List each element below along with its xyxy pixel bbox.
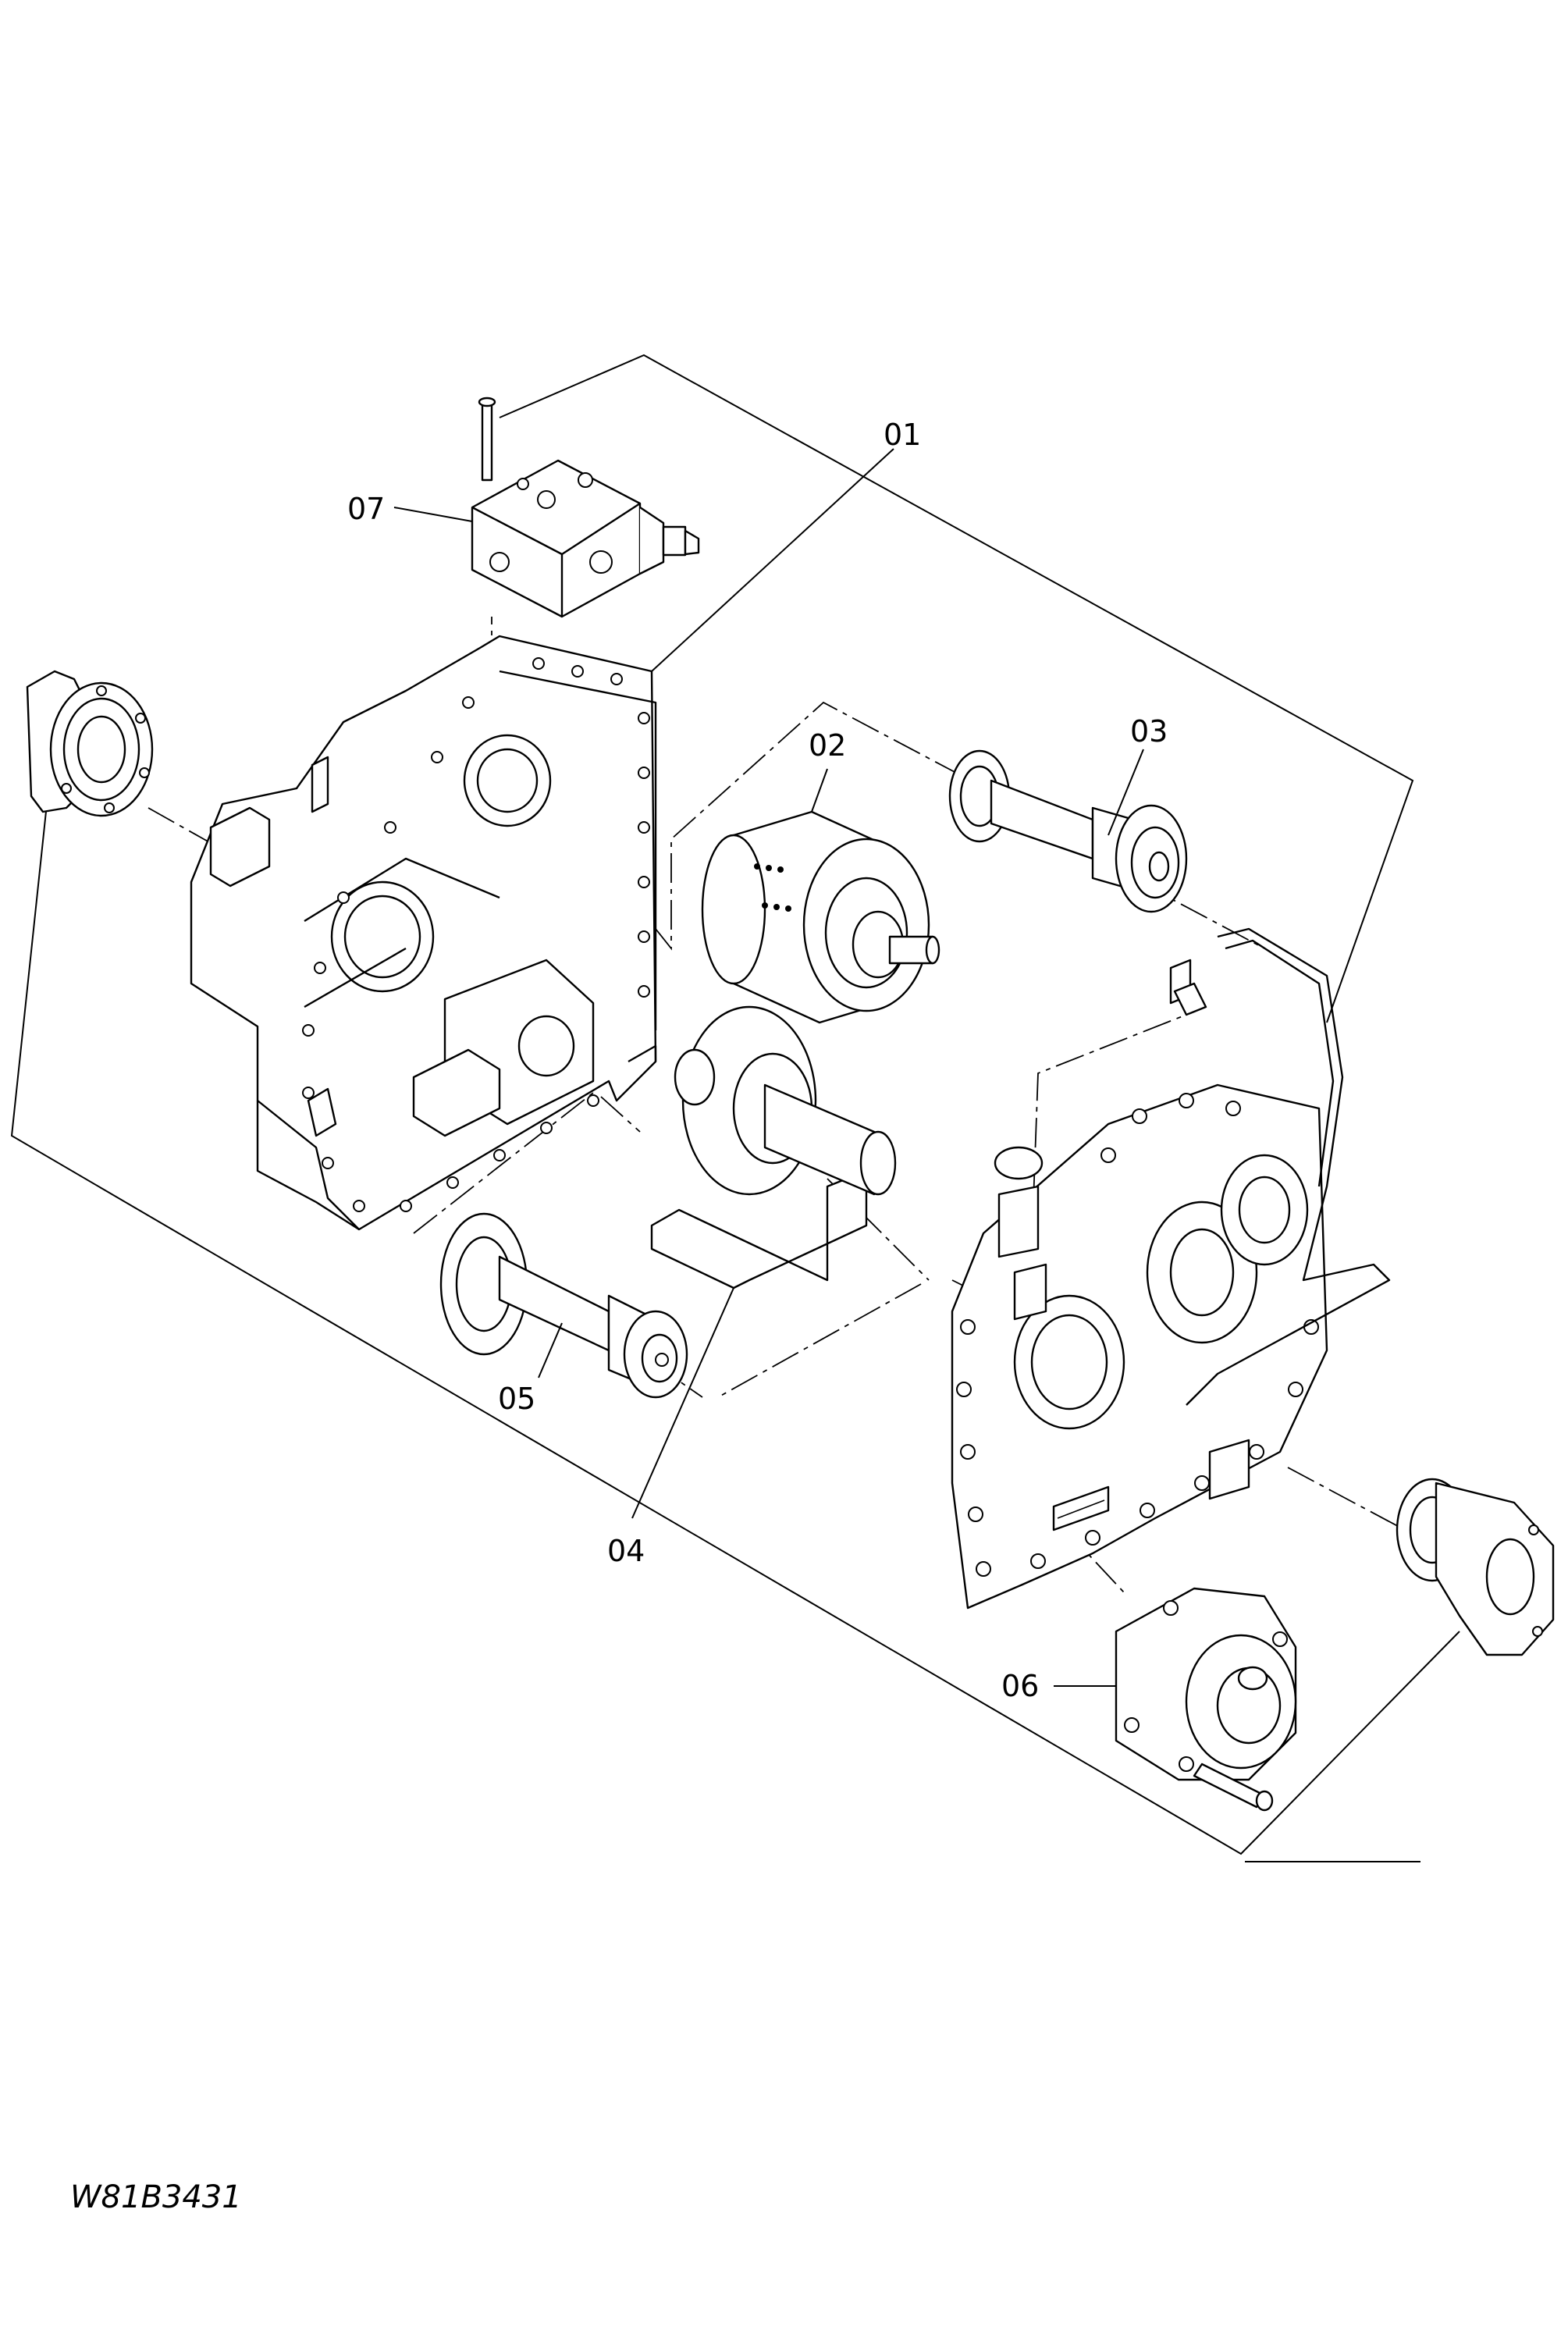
callout-06: 06 — [1001, 1669, 1039, 1703]
leader-07 — [393, 507, 473, 522]
leader-04 — [631, 1287, 734, 1519]
callout-04: 04 — [607, 1534, 645, 1568]
callout-01: 01 — [884, 418, 921, 452]
housing-flange-holes — [302, 657, 650, 1212]
callout-05: 05 — [498, 1382, 535, 1416]
part-05-shaft-assembly — [439, 1212, 688, 1399]
part-07-valve-block — [471, 397, 700, 618]
part-04-output-shaft — [650, 1005, 897, 1290]
callout-07: 07 — [347, 492, 385, 526]
callout-labels: 01 02 03 04 05 06 07 — [347, 418, 1168, 1703]
callout-03: 03 — [1130, 714, 1168, 749]
right-housing-bolts — [956, 1093, 1319, 1577]
right-output-flange — [1396, 1478, 1555, 1656]
part-01-housing-left — [190, 635, 657, 1231]
leader-03 — [1108, 749, 1144, 836]
leader-02 — [811, 768, 828, 813]
part-06-pump — [1115, 1587, 1297, 1812]
callout-leaders — [393, 448, 1144, 1687]
leader-05 — [538, 1322, 563, 1378]
callout-02: 02 — [809, 728, 846, 763]
left-output-flange — [26, 670, 154, 817]
assembly-outline — [10, 354, 1460, 1862]
part-03-shaft-assembly — [948, 749, 1188, 913]
part-02-clutch-drum — [701, 810, 940, 1024]
right-housing — [951, 927, 1391, 1610]
drawing-code: W81B3431 — [70, 2179, 242, 2215]
leader-01 — [651, 448, 894, 672]
